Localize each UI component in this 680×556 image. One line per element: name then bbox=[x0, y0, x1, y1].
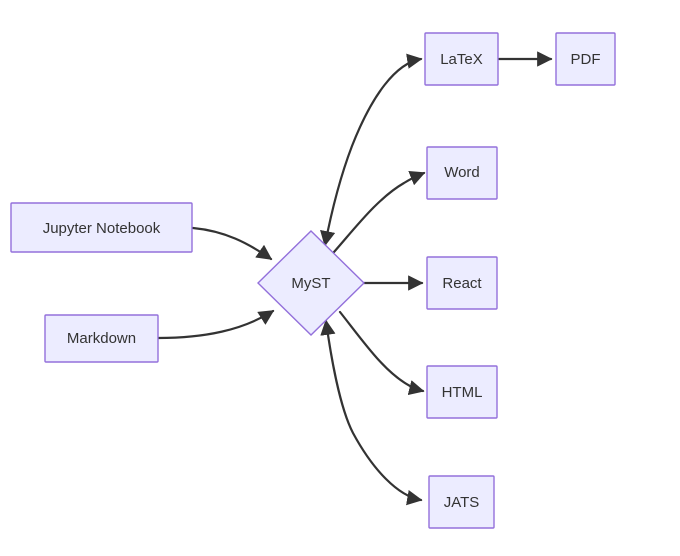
node-word-shape bbox=[426, 146, 498, 200]
node-pdf[interactable]: PDF bbox=[555, 32, 616, 86]
node-word[interactable]: Word bbox=[426, 146, 498, 200]
edge-markdown-to-myst[interactable] bbox=[156, 309, 275, 340]
node-react-shape bbox=[426, 256, 498, 310]
node-jupyter-notebook[interactable]: Jupyter Notebook bbox=[10, 202, 193, 253]
edge-jupyter-to-myst[interactable] bbox=[191, 226, 273, 261]
node-latex-shape bbox=[424, 32, 499, 86]
node-jats[interactable]: JATS bbox=[428, 475, 495, 529]
node-jupyter-notebook-shape bbox=[10, 202, 193, 253]
edge-latex-myst[interactable] bbox=[320, 53, 423, 247]
node-markdown-shape bbox=[44, 314, 159, 363]
node-markdown[interactable]: Markdown bbox=[44, 314, 159, 363]
edge-myst-to-html[interactable] bbox=[338, 310, 425, 396]
node-html[interactable]: HTML bbox=[426, 365, 498, 419]
node-latex[interactable]: LaTeX bbox=[424, 32, 499, 86]
node-myst-shape bbox=[257, 230, 365, 336]
node-html-shape bbox=[426, 365, 498, 419]
node-jats-shape bbox=[428, 475, 495, 529]
edge-myst-to-word[interactable] bbox=[332, 170, 426, 254]
edge-jats-myst[interactable] bbox=[320, 319, 423, 506]
node-react[interactable]: React bbox=[426, 256, 498, 310]
node-pdf-shape bbox=[555, 32, 616, 86]
